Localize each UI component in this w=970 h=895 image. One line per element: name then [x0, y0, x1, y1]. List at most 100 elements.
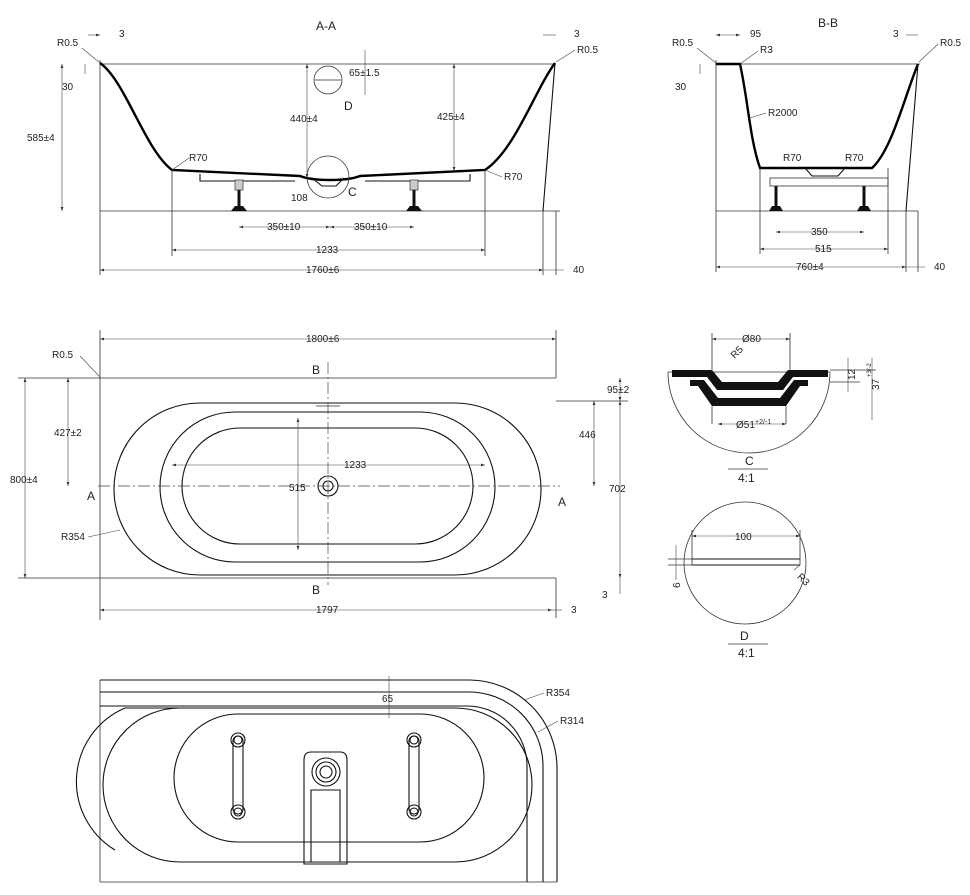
label-detail-c: C: [348, 185, 357, 199]
label-half-446: 446: [579, 430, 596, 441]
section-bb-title: B-B: [818, 16, 838, 30]
bb-label-wall-3: 3: [893, 29, 899, 40]
underside-drain-pipe: [303, 751, 348, 865]
plan-outer-rim: [113, 402, 542, 576]
bb-outer-wall: [905, 63, 919, 212]
label-b-bottom: B: [312, 583, 320, 597]
label-plan-r354: R354: [61, 532, 85, 543]
label-rim-30: 30: [62, 82, 74, 93]
underside-leg-left: [230, 732, 246, 820]
bb-leader-r05-right: [918, 43, 939, 63]
bb-leader-r05-left: [696, 47, 717, 64]
detail-c-view: Ø80 R5 Ø51 +2/-1 12 37 +3/-2 C 4:1: [667, 333, 882, 485]
tub-outer-wall: [542, 62, 556, 212]
bb-label-r3: R3: [760, 45, 773, 56]
bb-leg-right: [857, 186, 871, 211]
bb-label-r70-left: R70: [783, 153, 802, 164]
leader-r70-left: [171, 157, 190, 171]
label-width-800: 800±4: [10, 475, 38, 486]
plan-bottom-outline: [181, 427, 474, 545]
detail-c-title: C: [745, 454, 754, 468]
tub-inner-profile: [99, 62, 556, 182]
bb-label-rim-95: 95: [750, 29, 762, 40]
bb-label-rim-30: 30: [675, 82, 687, 93]
detail-c-flange: [672, 370, 828, 390]
detail-d-circle-outline: [683, 501, 807, 625]
label-r05-left: R0.5: [57, 38, 79, 49]
underside-label-65: 65: [382, 694, 394, 705]
detail-d-circle: [313, 65, 343, 95]
plan-view: 1800±6 R0.5 B B A A 800±4 427±2 R354 123…: [10, 330, 630, 620]
leader-r05-left: [81, 47, 101, 64]
detail-c-label-37-tol: +3/-2: [867, 362, 873, 377]
label-depth-425: 425±4: [437, 112, 465, 123]
bb-leg-left: [769, 186, 783, 211]
leader-r70-right: [484, 169, 503, 178]
bb-label-r05-left: R0.5: [672, 38, 694, 49]
underside-label-r314: R314: [560, 716, 584, 727]
label-inner-1233: 1233: [344, 460, 367, 471]
underside-left-curve: [75, 707, 180, 851]
underside-leader-r314: [537, 720, 559, 733]
label-r05-right: R0.5: [577, 45, 599, 56]
bb-label-r70-right: R70: [845, 153, 864, 164]
label-width-702: 702: [609, 484, 626, 495]
bb-inner-profile: [716, 62, 920, 170]
detail-d-label-6: 6: [672, 582, 683, 588]
label-wall-3a: 3: [602, 590, 608, 601]
section-bb-view: B-B R0.5 95 R3 30 R2000 R70 R70 3 R0.5: [672, 16, 962, 273]
section-aa-view: A-A 3 R0.5 30 5: [27, 19, 599, 276]
label-offset-95: 95±2: [607, 385, 630, 396]
bb-label-r2000: R2000: [768, 108, 798, 119]
detail-d-title: D: [740, 629, 749, 643]
leader-r05-right: [555, 49, 576, 63]
underside-leader-r354: [523, 692, 545, 701]
section-aa-title: A-A: [316, 19, 336, 33]
underside-outer-contour: [100, 679, 558, 882]
detail-c-label-51-tol: +2/-1: [755, 419, 771, 426]
underside-label-r354: R354: [546, 688, 570, 699]
underside-view: 65 R354 R314: [75, 676, 584, 883]
leader-plan-r354: [87, 529, 121, 538]
detail-d-scale: 4:1: [738, 646, 755, 660]
base-plate: [199, 174, 471, 182]
label-a-right: A: [558, 495, 566, 509]
leg-left: [231, 179, 247, 211]
detail-c-scale: 4:1: [738, 471, 755, 485]
bb-base-plate: [769, 177, 889, 187]
detail-c-label-37: 37: [871, 378, 882, 390]
label-r70-right: R70: [504, 172, 523, 183]
bb-leader-r2000: [749, 112, 767, 119]
label-bottom-1797: 1797: [316, 605, 339, 616]
detail-d-leader-r3: [793, 564, 801, 571]
leader-plan-r05: [79, 355, 101, 378]
leg-right: [406, 179, 422, 211]
detail-c-label-80: Ø80: [742, 334, 761, 345]
label-wall-left: 3: [119, 29, 125, 40]
label-overall-1760: 1760±6: [306, 265, 340, 276]
label-half-427: 427±2: [54, 428, 82, 439]
label-drain-108: 108: [291, 193, 308, 204]
label-bottom-1233: 1233: [316, 245, 339, 256]
label-leg-right: 350±10: [354, 222, 388, 233]
label-overhang-40: 40: [573, 265, 585, 276]
bb-label-legs-350: 350: [811, 227, 828, 238]
label-depth-440: 440±4: [290, 114, 318, 125]
drain-body: [311, 177, 345, 187]
underside-third-contour: [100, 705, 528, 882]
bb-drain: [804, 167, 846, 177]
label-height-585: 585±4: [27, 133, 55, 144]
label-a-left: A: [87, 489, 95, 503]
bb-leader-r3: [739, 50, 759, 65]
underside-rim-oval: [102, 707, 533, 863]
label-b-top: B: [312, 363, 320, 377]
bb-label-overhang-40: 40: [934, 262, 946, 273]
detail-c-body: [690, 380, 808, 406]
detail-c-label-51: Ø51: [736, 420, 755, 431]
label-wall-right: 3: [574, 29, 580, 40]
bb-label-overall-760: 760±4: [796, 262, 824, 273]
detail-d-label-100: 100: [735, 532, 752, 543]
plan-inner-rim: [159, 411, 496, 563]
detail-c-arc: [667, 371, 831, 454]
